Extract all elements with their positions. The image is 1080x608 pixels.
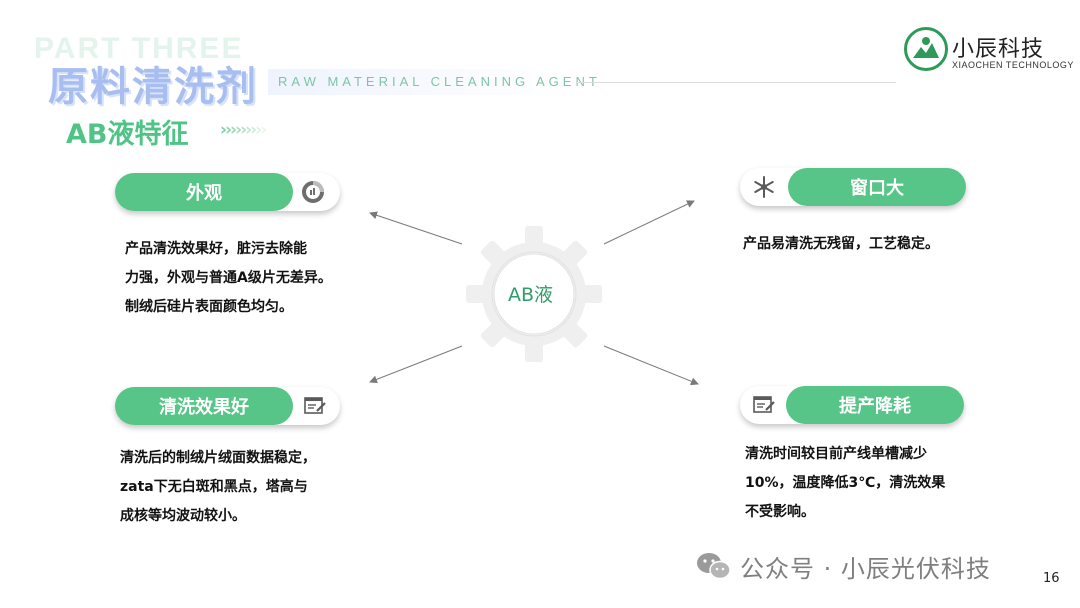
document-edit-icon (753, 396, 775, 413)
part-label: PART THREE (34, 32, 244, 65)
text-line: 10%，温度降低3℃，清洗效果 (745, 475, 946, 491)
feature-title-appearance: 外观 (115, 173, 293, 211)
title-band (268, 69, 574, 95)
watermark-text: 公众号 · 小辰光伏科技 (740, 555, 991, 583)
wechat-icon (697, 553, 731, 580)
feature-title-efficiency: 提产降耗 (786, 386, 964, 424)
feature-card-appearance: 外观 (115, 173, 340, 211)
page-title-english: RAW MATERIAL CLEANING AGENT (278, 74, 601, 89)
pie-chart-icon (302, 181, 324, 203)
arrow-to-appearance (369, 211, 463, 245)
text-line: 成核等均波动较小。 (120, 508, 246, 524)
feature-text-cleaning: 清洗后的制绒片绒面数据稳定， zata下无白斑和黑点，塔高与 成核等均波动较小。 (120, 444, 316, 531)
document-edit-icon (304, 397, 326, 414)
logo-name-cn: 小辰科技 (952, 37, 1045, 62)
feature-card-efficiency: 提产降耗 (740, 386, 964, 424)
text-line: 制绒后硅片表面颜色均匀。 (125, 299, 293, 315)
arrow-to-cleaning (369, 345, 463, 384)
feature-text-efficiency: 清洗时间较目前产线单槽减少 10%，温度降低3℃，清洗效果 不受影响。 (745, 440, 945, 527)
logo-name-en: XIAOCHEN TECHNOLOGY (952, 60, 1074, 70)
feature-title-cleaning: 清洗效果好 (115, 387, 293, 425)
section-subtitle: AB液特征 (66, 119, 189, 150)
page-number: 16 (1043, 571, 1060, 586)
center-label: AB液 (508, 284, 554, 306)
feature-text-appearance: 产品清洗效果好，脏污去除能 力强，外观与普通A级片无差异。 制绒后硅片表面颜色均… (125, 235, 332, 322)
chevron-arrows-icon: ››››››››› (220, 120, 268, 140)
feature-card-cleaning: 清洗效果好 (115, 387, 340, 425)
text-line: 清洗时间较目前产线单槽减少 (745, 446, 927, 462)
text-line: 不受影响。 (745, 504, 815, 520)
text-line: 产品清洗效果好，脏污去除能 (125, 241, 307, 257)
text-line: zata下无白斑和黑点，塔高与 (120, 479, 308, 495)
feature-title-window: 窗口大 (788, 168, 966, 206)
snowflake-icon (754, 176, 774, 198)
text-line: 力强，外观与普通A级片无差异。 (125, 270, 332, 286)
text-line: 清洗后的制绒片绒面数据稳定， (120, 450, 316, 466)
page-title: 原料清洗剂 (48, 64, 258, 110)
company-logo-icon (904, 27, 948, 71)
feature-text-window: 产品易清洗无残留，工艺稳定。 (743, 230, 939, 259)
text-line: 产品易清洗无残留，工艺稳定。 (743, 236, 939, 252)
feature-card-window: 窗口大 (740, 168, 966, 206)
arrow-to-efficiency (603, 345, 699, 386)
gear-icon (466, 226, 602, 362)
arrow-to-window (603, 200, 695, 245)
header-divider (576, 82, 896, 83)
